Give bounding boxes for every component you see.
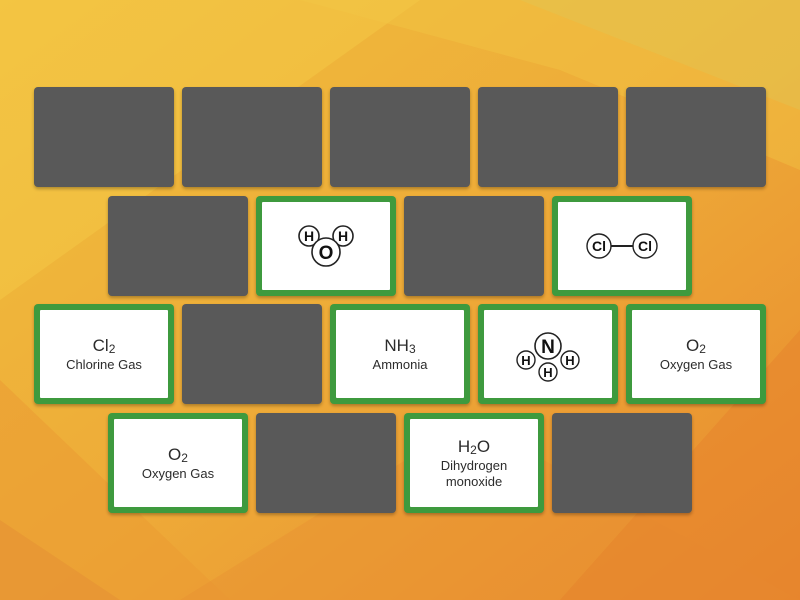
svg-text:H: H	[338, 228, 348, 244]
svg-text:H: H	[304, 228, 314, 244]
chlorine-molecule-icon: Cl Cl	[586, 233, 658, 259]
formula: O2	[168, 444, 188, 465]
svg-text:N: N	[541, 337, 555, 358]
card-ammonia-text[interactable]: NH3 Ammonia	[330, 304, 470, 404]
svg-text:O: O	[319, 243, 334, 264]
compound-name: Chlorine Gas	[66, 356, 142, 372]
card-hidden[interactable]	[330, 87, 470, 187]
formula: Cl2	[92, 335, 116, 356]
card-hidden[interactable]	[182, 87, 322, 187]
card-ammonia-diagram[interactable]: N H H H	[478, 304, 618, 404]
card-chlorine-diagram[interactable]: Cl Cl	[552, 196, 692, 296]
card-oxygen-text[interactable]: O2 Oxygen Gas	[626, 304, 766, 404]
card-chlorine-text[interactable]: Cl2 Chlorine Gas	[34, 304, 174, 404]
card-water-text[interactable]: H2O Dihydrogen monoxide	[404, 413, 544, 513]
card-hidden[interactable]	[626, 87, 766, 187]
compound-name-line1: Dihydrogen	[440, 457, 508, 473]
svg-text:Cl: Cl	[592, 238, 606, 254]
compound-name-line2: monoxide	[445, 473, 503, 489]
ammonia-molecule-icon: N H H H	[516, 332, 580, 382]
formula: O2	[686, 335, 706, 356]
svg-text:Cl: Cl	[638, 238, 652, 254]
card-oxygen-text[interactable]: O2 Oxygen Gas	[108, 413, 248, 513]
card-hidden[interactable]	[256, 413, 396, 513]
card-hidden[interactable]	[182, 304, 322, 404]
svg-text:H: H	[521, 353, 530, 368]
card-hidden[interactable]	[34, 87, 174, 187]
compound-name: Oxygen Gas	[659, 356, 733, 372]
card-hidden[interactable]	[404, 196, 544, 296]
svg-text:H: H	[565, 353, 574, 368]
svg-text:H: H	[543, 365, 552, 380]
card-hidden[interactable]	[552, 413, 692, 513]
card-hidden[interactable]	[108, 196, 248, 296]
card-hidden[interactable]	[478, 87, 618, 187]
card-water-diagram[interactable]: H H O	[256, 196, 396, 296]
formula: NH3	[384, 335, 416, 356]
formula: H2O	[457, 436, 491, 457]
compound-name: Ammonia	[372, 356, 428, 372]
water-molecule-icon: H H O	[298, 225, 354, 267]
compound-name: Oxygen Gas	[141, 465, 215, 481]
